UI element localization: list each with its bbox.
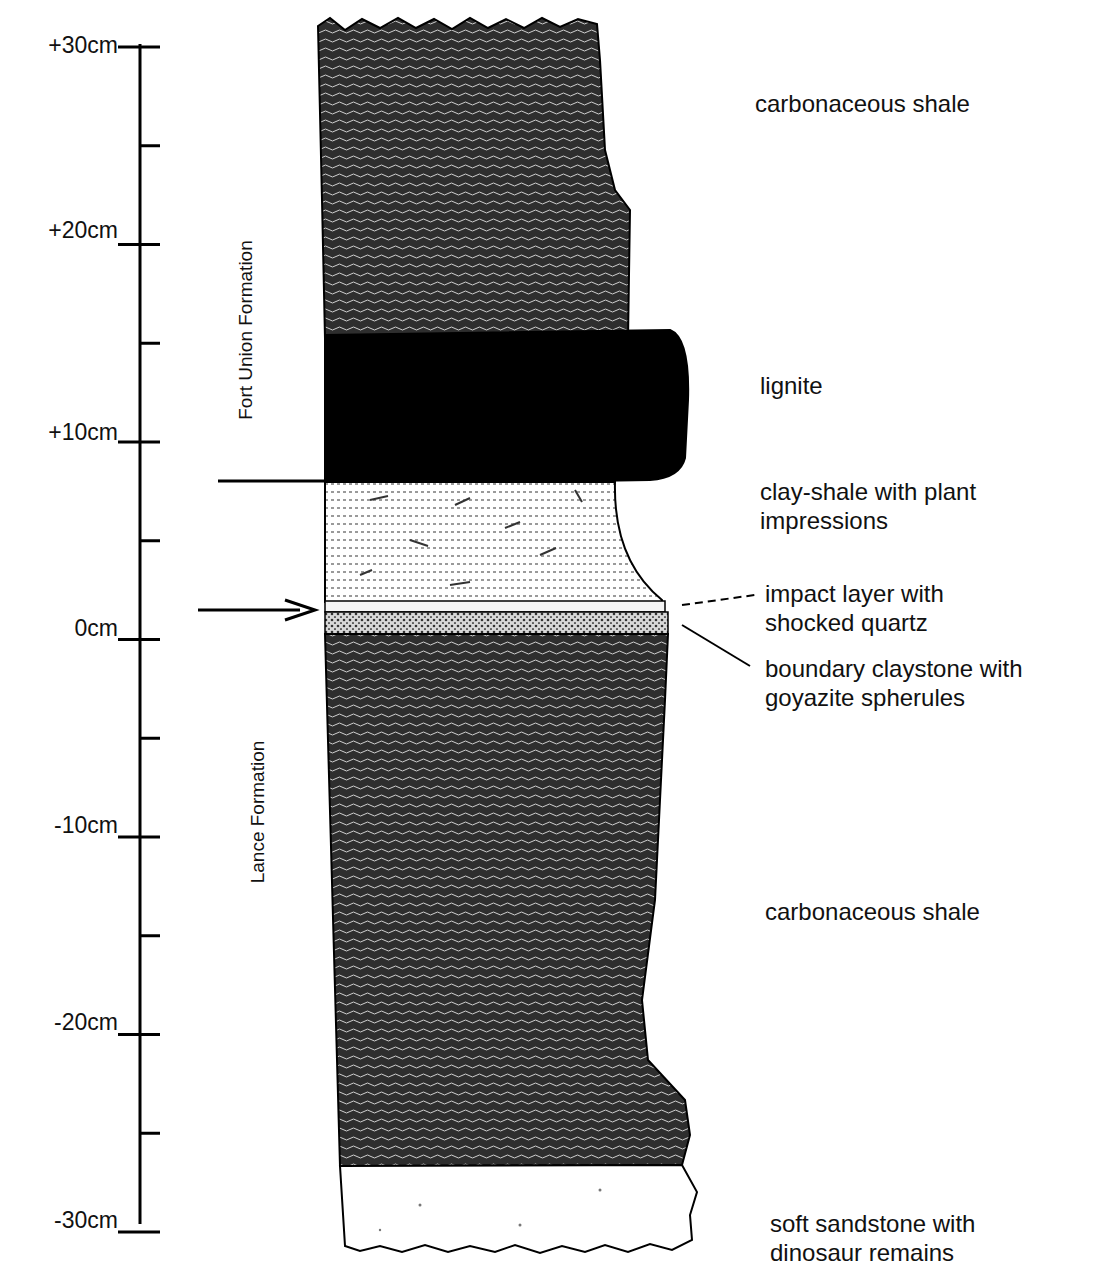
formation-name: Fort Union Formation — [235, 240, 258, 420]
layer-label: impact layer with shocked quartz — [765, 580, 1000, 638]
scale-label: +20cm — [0, 217, 118, 245]
boundary-arrow — [198, 609, 300, 612]
carbonaceous-shale-layer — [318, 18, 630, 338]
formation-boundary — [218, 480, 325, 483]
scale-ticks — [118, 47, 160, 1232]
scale-label: -20cm — [0, 1009, 118, 1037]
layer-label: clay-shale with plant impressions — [760, 478, 1020, 536]
scale-label: +30cm — [0, 32, 118, 60]
lignite-layer — [325, 330, 688, 485]
layer-label: lignite — [760, 372, 980, 401]
carbonaceous-shale-layer — [325, 634, 690, 1166]
layer-label: boundary claystone with goyazite spherul… — [765, 655, 1085, 713]
sand-grains — [379, 1189, 602, 1232]
plant-impressions — [360, 490, 582, 585]
formation-name: Lance Formation — [247, 741, 270, 884]
impact-layer — [325, 601, 665, 612]
clay-shale-layer — [325, 482, 662, 602]
scale-axis — [139, 44, 142, 1224]
sandstone-layer — [340, 1165, 697, 1253]
layer-label: soft sandstone with dinosaur remains — [770, 1210, 1070, 1268]
leader-line — [682, 625, 750, 666]
layer-label: carbonaceous shale — [755, 90, 975, 119]
boundary-arrow-head — [285, 600, 315, 620]
scale-label: 0cm — [0, 615, 118, 643]
layer-label: carbonaceous shale — [765, 898, 985, 927]
scale-label: -10cm — [0, 812, 118, 840]
scale-label: -30cm — [0, 1207, 118, 1235]
leader-line — [682, 595, 755, 605]
scale-label: +10cm — [0, 419, 118, 447]
boundary-claystone — [325, 612, 668, 634]
